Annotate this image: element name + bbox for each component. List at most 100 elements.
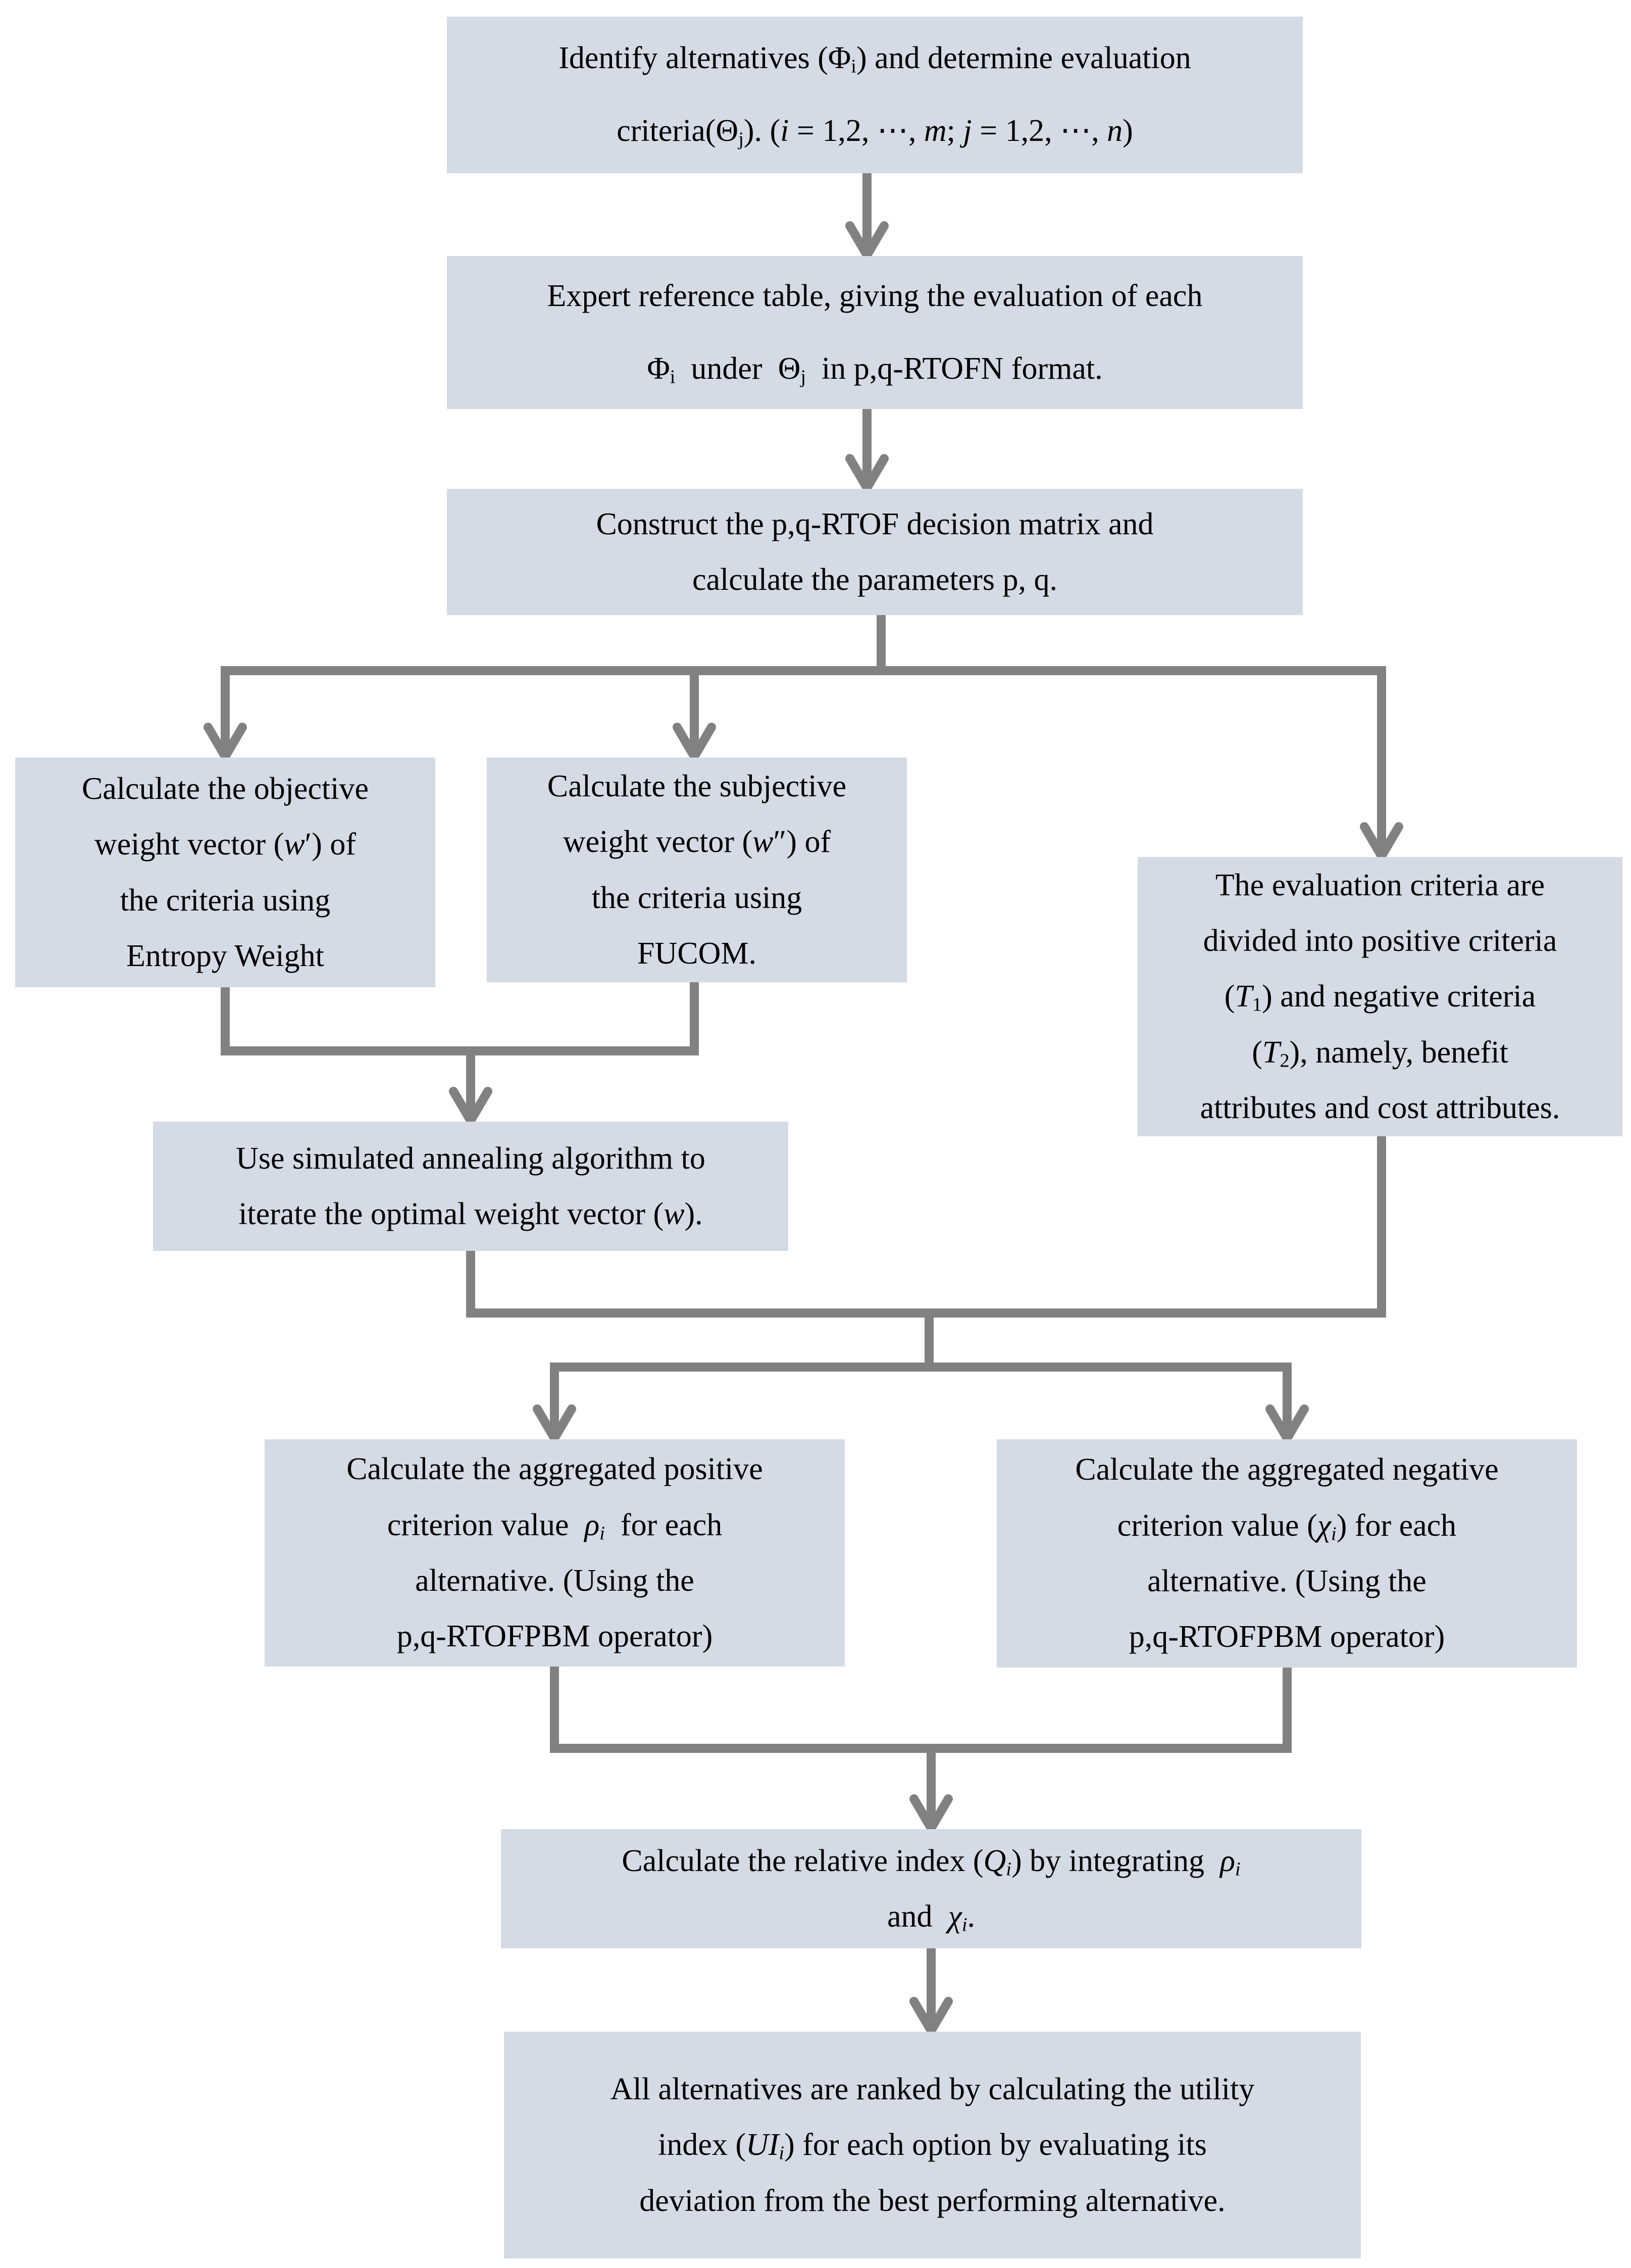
connector-weights-merge — [221, 982, 699, 1055]
text-segment: ), namely, benefit — [1289, 1035, 1508, 1070]
text-segment: T — [1262, 1035, 1280, 1070]
text-segment: All alternatives are ranked by calculati… — [610, 2072, 1255, 2106]
arrowhead-to-construct-matrix — [845, 454, 889, 492]
text-segment: p,q-RTOFPBM operator) — [396, 1619, 713, 1654]
text-segment: j — [738, 128, 744, 150]
connector-split-line — [550, 1363, 1292, 1372]
text-line: criterion value ρi for each — [346, 1497, 763, 1553]
text-line: p,q-RTOFPBM operator) — [346, 1608, 763, 1664]
text-segment: the criteria using — [591, 880, 802, 915]
text-line: the criteria using — [547, 870, 846, 926]
text-segment: for each — [604, 1507, 723, 1542]
node-aggregated-positive: Calculate the aggregated positive criteri… — [265, 1439, 845, 1667]
text-line: alternative. (Using the — [346, 1553, 763, 1608]
text-segment: criterion value ( — [1117, 1508, 1317, 1543]
text-segment: index ( — [658, 2128, 746, 2162]
text-segment: w — [752, 825, 774, 860]
text-line: criteria(Θj). (i = 1,2, ⋯, m; j = 1,2, ⋯… — [558, 95, 1191, 168]
node-utility-ranking: All alternatives are ranked by calculati… — [504, 2032, 1361, 2258]
text-segment: ) for each option by evaluating its — [784, 2128, 1207, 2162]
text-segment: weight vector ( — [94, 827, 284, 862]
text-line: (T2), namely, benefit — [1200, 1025, 1560, 1080]
text-segment: alternative. (Using the — [1147, 1564, 1426, 1598]
text-line: FUCOM. — [547, 926, 846, 981]
text-line: the criteria using — [82, 873, 369, 928]
text-line: iterate the optimal weight vector (w). — [236, 1186, 705, 1242]
text-line: Calculate the objective — [82, 761, 369, 817]
text-segment: i — [599, 1523, 605, 1544]
text-segment: Construct the p,q-RTOF decision matrix a… — [596, 507, 1154, 541]
text-segment: i — [780, 114, 789, 148]
text-line: attributes and cost attributes. — [1200, 1080, 1560, 1136]
arrowhead-to-utility-ranking — [909, 1997, 953, 2035]
text-segment: UI — [746, 2128, 779, 2162]
text-line: deviation from the best performing alter… — [610, 2173, 1255, 2229]
text-line: Use simulated annealing algorithm to — [236, 1131, 705, 1186]
text-line: alternative. (Using the — [1075, 1553, 1498, 1609]
text-segment: criterion value — [387, 1507, 585, 1542]
text-segment: i — [779, 2142, 785, 2164]
text-line: criterion value (χi) for each — [1075, 1498, 1498, 1553]
text-segment: i — [961, 1914, 967, 1936]
text-segment: i — [1331, 1523, 1337, 1545]
text-line: Calculate the relative index (Qi ) by int… — [622, 1833, 1240, 1889]
text-segment: calculate the parameters p, q. — [692, 563, 1057, 597]
node-text: Calculate the aggregated positive criteri… — [346, 1441, 763, 1664]
text-segment: ) by integrating — [1011, 1843, 1220, 1878]
text-segment: = 1,2, ⋯, — [789, 114, 924, 148]
text-segment: p,q-RTOFPBM operator) — [1129, 1620, 1445, 1654]
text-segment: i — [1235, 1858, 1241, 1880]
text-segment: in p,q-RTOFN format. — [806, 351, 1103, 386]
text-segment: attributes and cost attributes. — [1200, 1091, 1560, 1126]
text-segment: Use simulated annealing algorithm to — [236, 1141, 705, 1176]
arrowhead-to-subjective-weight — [673, 723, 716, 761]
text-segment: i — [670, 366, 676, 387]
text-segment: Q — [983, 1843, 1006, 1878]
node-identify-alternatives: Identify alternatives (Φi) and determine… — [447, 17, 1303, 173]
text-segment: Calculate the subjective — [547, 769, 847, 803]
text-segment: Φ — [647, 351, 670, 386]
text-segment: criteria(Θ — [617, 114, 739, 148]
text-segment: FUCOM. — [637, 936, 756, 971]
text-segment: = 1,2, ⋯, — [972, 114, 1107, 148]
text-segment: 1 — [1252, 994, 1262, 1016]
node-text: Identify alternatives (Φi) and determine… — [558, 22, 1191, 168]
text-segment: i — [851, 56, 856, 77]
text-segment: Identify alternatives (Φ — [558, 41, 851, 76]
connector-aggregated-merge — [550, 1667, 1292, 1753]
node-text: Use simulated annealing algorithm to iter… — [236, 1131, 705, 1242]
text-segment: ) and negative criteria — [1262, 979, 1536, 1014]
text-segment: ). — [684, 1197, 703, 1231]
node-text: The evaluation criteria are divided into … — [1200, 858, 1560, 1136]
text-segment: Calculate the aggregated positive — [346, 1452, 763, 1487]
node-expert-reference-table: Expert reference table, giving the evalu… — [447, 256, 1303, 409]
node-simulated-annealing: Use simulated annealing algorithm to iter… — [153, 1122, 788, 1251]
text-segment: and — [887, 1899, 948, 1934]
text-line: (T1) and negative criteria — [1200, 969, 1560, 1024]
text-segment: ) and determine evaluation — [856, 41, 1191, 76]
text-segment: ). ( — [743, 114, 781, 148]
text-segment: Calculate the relative index ( — [622, 1843, 984, 1878]
text-segment: ′) of — [304, 827, 356, 862]
node-text: Construct the p,q-RTOF decision matrix a… — [596, 496, 1153, 608]
text-segment: deviation from the best performing alter… — [639, 2183, 1226, 2218]
text-line: p,q-RTOFPBM operator) — [1075, 1609, 1498, 1665]
arrowhead-to-simulated-annealing — [449, 1087, 492, 1125]
text-line: weight vector (w′) of — [82, 817, 369, 872]
text-segment: χ — [1317, 1508, 1331, 1543]
text-segment: ; — [946, 114, 963, 148]
text-segment: m — [924, 114, 947, 148]
text-segment: The evaluation criteria are — [1215, 868, 1545, 902]
text-segment: j — [800, 366, 806, 387]
text-segment: alternative. (Using the — [415, 1564, 694, 1598]
text-line: divided into positive criteria — [1200, 913, 1560, 969]
text-line: Construct the p,q-RTOF decision matrix a… — [596, 496, 1153, 552]
text-line: Calculate the aggregated positive — [346, 1441, 763, 1497]
text-segment: ) for each — [1336, 1508, 1457, 1543]
text-line: Identify alternatives (Φi) and determine… — [558, 22, 1191, 95]
